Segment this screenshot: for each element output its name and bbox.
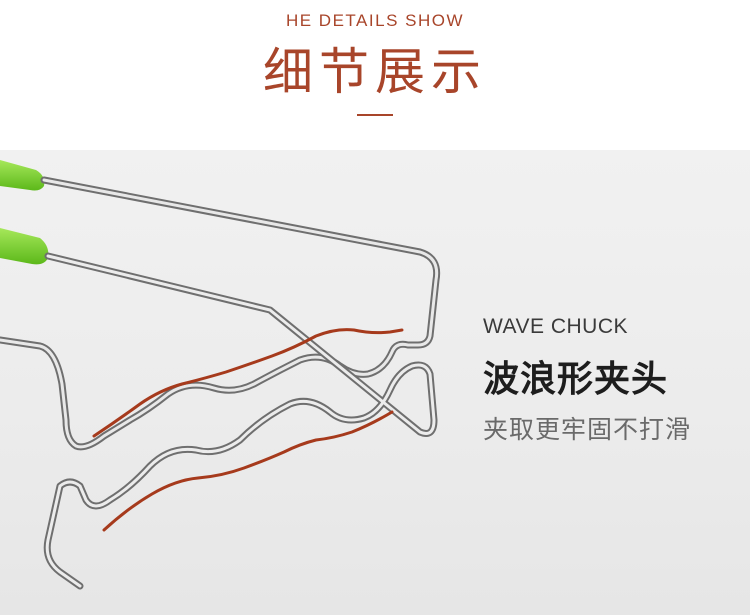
wave-highlight-upper xyxy=(92,328,404,438)
product-photo xyxy=(0,150,750,615)
handle-grip-upper xyxy=(0,160,45,191)
title-underline xyxy=(357,114,393,116)
gripper-illustration xyxy=(0,160,441,590)
handle-grip-lower xyxy=(0,228,49,265)
section-subtitle: HE DETAILS SHOW xyxy=(285,11,465,30)
section-title: 细节展示 xyxy=(263,43,487,101)
upper-wire xyxy=(0,176,441,451)
feature-label-english: WAVE CHUCK xyxy=(483,315,629,338)
feature-description: 夹取更牢固不打滑 xyxy=(483,415,692,444)
feature-title-chinese: 波浪形夹头 xyxy=(483,359,669,400)
wave-highlight-lower xyxy=(102,410,394,532)
header-section: HE DETAILS SHOW 细节展示 xyxy=(0,0,750,150)
lower-wire xyxy=(43,252,438,590)
